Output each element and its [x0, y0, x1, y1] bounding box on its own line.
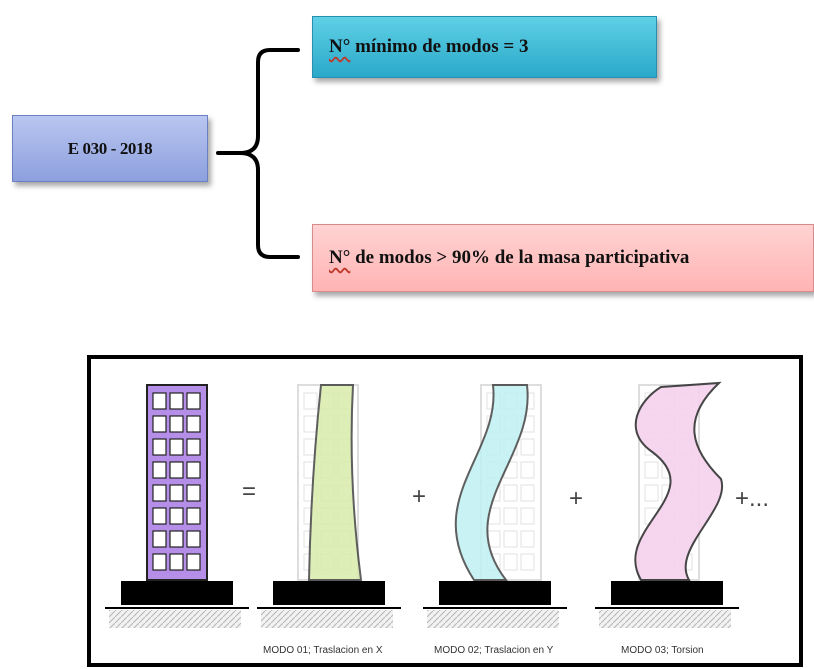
mass-modes-symbol: N°: [329, 247, 351, 268]
ghost-window: [520, 507, 535, 525]
building-window: [169, 484, 184, 502]
building-window: [169, 530, 184, 548]
building-window: [186, 484, 201, 502]
modes-figure: = MODO 01; Traslacion en X + MODO 02: [87, 355, 803, 667]
ghost-window: [520, 530, 535, 548]
ghost-window: [503, 553, 518, 571]
ghost-window: [503, 507, 518, 525]
building-window: [169, 392, 184, 410]
plus-sign-1: +: [412, 483, 426, 510]
building-window: [152, 530, 167, 548]
ghost-window: [520, 461, 535, 479]
building-window: [152, 461, 167, 479]
plus-ellipsis: +...: [735, 485, 769, 512]
norm-label: E 030 - 2018: [67, 138, 153, 158]
mass-modes-box: N° de modos > 90% de la masa participati…: [312, 224, 814, 292]
building-window: [169, 438, 184, 456]
building-window: [186, 415, 201, 433]
mode-3-shape: MODO 03; Torsion: [595, 381, 739, 656]
building-window: [152, 484, 167, 502]
building-window: [152, 392, 167, 410]
mode-1-shape: MODO 01; Traslacion en X: [257, 384, 401, 656]
min-modes-box: N° mínimo de modos = 3: [312, 16, 657, 78]
mode-2-caption: MODO 02; Traslacion en Y: [434, 645, 554, 656]
building-window: [186, 392, 201, 410]
building-window: [152, 507, 167, 525]
min-modes-text: mínimo de modos = 3: [350, 36, 529, 57]
building-window: [186, 507, 201, 525]
modes-illustration: = MODO 01; Traslacion en X + MODO 02: [105, 381, 769, 656]
plus-sign-2: +: [569, 485, 583, 512]
building-window: [169, 415, 184, 433]
ghost-window: [644, 461, 659, 479]
mass-modes-text: de modos > 90% de la masa participativa: [350, 247, 690, 268]
building-window: [152, 438, 167, 456]
equals-sign: =: [242, 478, 256, 505]
mode-3-caption: MODO 03; Torsion: [621, 645, 704, 656]
ghost-window: [520, 484, 535, 502]
ghost-window: [520, 438, 535, 456]
ghost-window: [520, 553, 535, 571]
curly-brace-connector: [216, 48, 300, 259]
building-window: [186, 553, 201, 571]
building-window: [169, 507, 184, 525]
ghost-window: [503, 530, 518, 548]
ghost-window: [503, 484, 518, 502]
building-window: [186, 438, 201, 456]
ghost-window: [303, 392, 318, 410]
ghost-window: [303, 415, 318, 433]
mode-1-caption: MODO 01; Traslacion en X: [263, 645, 383, 656]
building-window: [186, 461, 201, 479]
building-window: [186, 530, 201, 548]
min-modes-symbol: N°: [329, 36, 351, 57]
building-window: [152, 415, 167, 433]
mode-2-shape: MODO 02; Traslacion en Y: [423, 384, 567, 656]
building-window: [169, 553, 184, 571]
ghost-window: [644, 484, 659, 502]
building-window: [169, 461, 184, 479]
building-undeformed: [105, 384, 249, 628]
building-base: [105, 581, 249, 628]
norm-box: E 030 - 2018: [12, 115, 208, 182]
building-window: [152, 553, 167, 571]
